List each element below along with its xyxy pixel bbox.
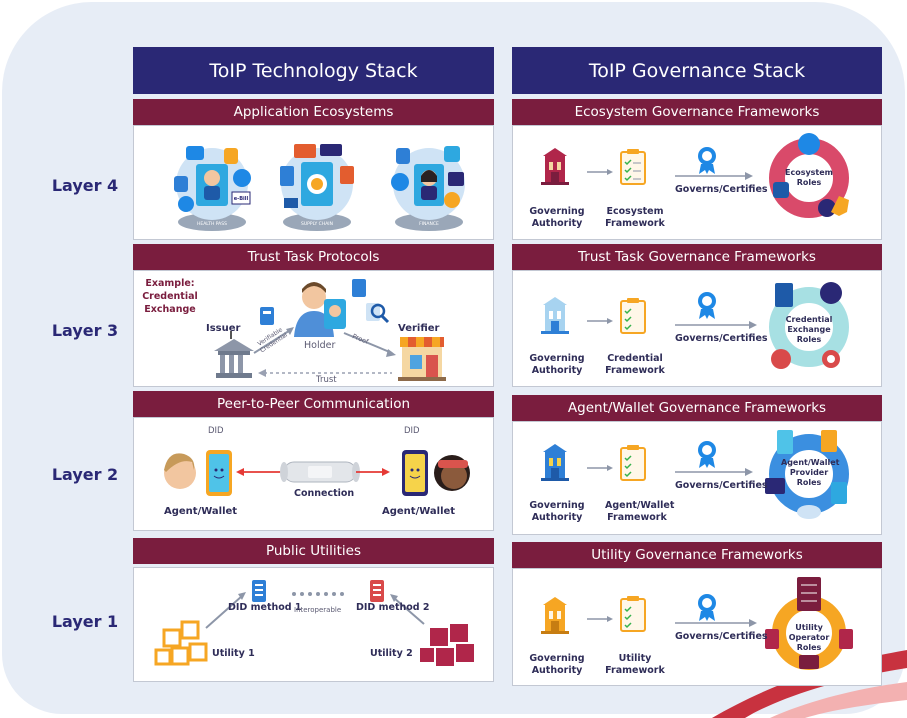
utility-governance-illustration — [541, 577, 853, 670]
utility-2-blocks-icon — [420, 624, 474, 666]
layer-1-label: Layer 1 — [51, 612, 119, 631]
public-utilities-illustration — [154, 580, 474, 666]
holder-label: Holder — [304, 340, 336, 351]
agent-wallet-governance-title: Agent/Wallet Governance Frameworks — [512, 395, 882, 421]
trust-task-protocols-panel: Example: Credential Exchange Issuer Hold… — [133, 270, 494, 387]
ebill-tag: e-Bill — [234, 196, 249, 202]
verifier-search-icon — [366, 303, 390, 324]
issuer-label: Issuer — [206, 323, 241, 334]
trust-task-protocols-title: Trust Task Protocols — [133, 244, 494, 270]
framework-clipboard-icon — [620, 149, 646, 185]
layer-4-label: Layer 4 — [51, 176, 119, 195]
finance-icon — [391, 146, 465, 231]
agent-wallet-left-icon — [164, 450, 232, 496]
connection-label: Connection — [294, 488, 355, 499]
finance-badge: FINANCE — [419, 221, 439, 227]
layer-3-label: Layer 3 — [51, 321, 119, 340]
agent-wallet-provider-ring-icon — [765, 430, 849, 519]
technology-stack-header: ToIP Technology Stack — [133, 47, 494, 94]
governing-authority-icon — [541, 444, 569, 481]
agent-wallet-provider-roles-label: Agent/Wallet Provider Roles — [781, 458, 840, 487]
peer-to-peer-panel: DID DID Connection Agent/Wallet Agent/Wa… — [133, 417, 494, 531]
did-right-label: DID — [404, 426, 420, 436]
ecosystem-authority-label: Governing Authority — [529, 206, 585, 229]
did-method-1-icon — [252, 580, 266, 602]
trust-label: Trust — [316, 375, 337, 385]
verifier-label: Verifier — [398, 323, 440, 334]
agent-wallet-right-label: Agent/Wallet — [382, 506, 456, 517]
ecosystem-roles-ring-icon — [769, 133, 849, 218]
did-method-2-label: DID method 2 — [356, 602, 430, 613]
agent-wallet-right-icon — [402, 450, 470, 496]
credential-exchange-illustration — [214, 279, 446, 381]
health-pass-icon — [174, 146, 251, 231]
framework-clipboard-icon — [620, 445, 646, 481]
ecosystem-roles-label: Ecosystem Roles — [784, 168, 834, 187]
peer-to-peer-communication-title: Peer-to-Peer Communication — [133, 391, 494, 417]
utility-operator-roles-label: Utility Operator Roles — [788, 623, 830, 652]
did-method-1-label: DID method 1 — [228, 602, 302, 613]
utility-1-blocks-icon — [154, 620, 208, 666]
agent-wallet-left-label: Agent/Wallet — [164, 506, 238, 517]
governing-authority-icon — [541, 148, 569, 185]
credential-exchange-roles-label: Credential Exchange Roles — [785, 315, 833, 344]
ecosystem-governs-label: Governs/Certifies — [675, 184, 768, 195]
utility-authority-label: Governing Authority — [529, 653, 585, 676]
peer-connection-illustration — [164, 450, 470, 496]
ecosystem-governance-illustration — [541, 133, 849, 218]
utility-2-label: Utility 2 — [370, 648, 413, 659]
ecosystem-governance-title: Ecosystem Governance Frameworks — [512, 99, 882, 125]
ecosystem-illustration: HEALTH PASS e-Bill SUPPLY CHAIN — [174, 144, 465, 231]
application-ecosystems-panel: HEALTH PASS e-Bill SUPPLY CHAIN — [133, 125, 494, 240]
health-pass-badge: HEALTH PASS — [197, 221, 227, 227]
layer-2-label: Layer 2 — [51, 465, 119, 484]
trust-task-governance-panel: Governing Authority Credential Framework… — [512, 270, 882, 387]
utility-1-label: Utility 1 — [212, 648, 255, 659]
agent-wallet-governance-panel: Governing Authority Agent/Wallet Framewo… — [512, 421, 882, 535]
holder-person-icon — [294, 282, 346, 337]
utility-governance-panel: Governing Authority Utility Framework Go… — [512, 568, 882, 686]
agent-wallet-framework-label: Agent/Wallet Framework — [605, 500, 675, 523]
trust-task-governance-title: Trust Task Governance Frameworks — [512, 244, 882, 270]
trust-task-governance-illustration — [541, 282, 849, 369]
framework-clipboard-icon — [620, 298, 646, 334]
credential-authority-label: Governing Authority — [529, 353, 585, 376]
did-method-2-icon — [370, 580, 384, 602]
governing-authority-icon — [541, 597, 569, 634]
ecosystem-framework-label: Ecosystem Framework — [605, 206, 665, 229]
ecosystem-governance-panel: Governing Authority Ecosystem Framework … — [512, 125, 882, 240]
governing-authority-icon — [541, 297, 569, 334]
connection-pipe-icon — [280, 461, 360, 483]
supply-chain-badge: SUPPLY CHAIN — [301, 221, 333, 227]
public-utilities-title: Public Utilities — [133, 538, 494, 564]
interoperable-label: Interoperable — [294, 606, 342, 614]
certification-badge-icon — [698, 441, 716, 468]
application-ecosystems-title: Application Ecosystems — [133, 99, 494, 125]
certification-badge-icon — [698, 292, 716, 319]
utility-framework-label: Utility Framework — [605, 653, 665, 676]
interoperable-dots — [292, 592, 344, 596]
utility-governance-title: Utility Governance Frameworks — [512, 542, 882, 568]
supply-chain-icon — [280, 144, 354, 231]
framework-clipboard-icon — [620, 596, 646, 632]
agent-wallet-governance-illustration — [541, 430, 849, 519]
credential-icon — [260, 307, 274, 325]
certification-badge-icon — [698, 147, 716, 174]
agent-wallet-authority-label: Governing Authority — [529, 500, 585, 523]
certification-badge-icon — [698, 594, 716, 621]
agent-wallet-governs-label: Governs/Certifies — [675, 480, 768, 491]
example-label: Example: Credential Exchange — [142, 278, 198, 315]
public-utilities-panel: DID method 1 Interoperable DID method 2 … — [133, 567, 494, 682]
utility-operator-ring-icon — [765, 577, 853, 670]
credential-governs-label: Governs/Certifies — [675, 333, 768, 344]
credential-exchange-ring-icon — [769, 282, 849, 369]
credential-framework-label: Credential Framework — [605, 353, 665, 376]
verifier-shop-icon — [398, 337, 446, 381]
utility-governs-label: Governs/Certifies — [675, 631, 768, 642]
did-left-label: DID — [208, 426, 224, 436]
governance-stack-header: ToIP Governance Stack — [512, 47, 882, 94]
issuer-building-icon — [214, 331, 254, 378]
